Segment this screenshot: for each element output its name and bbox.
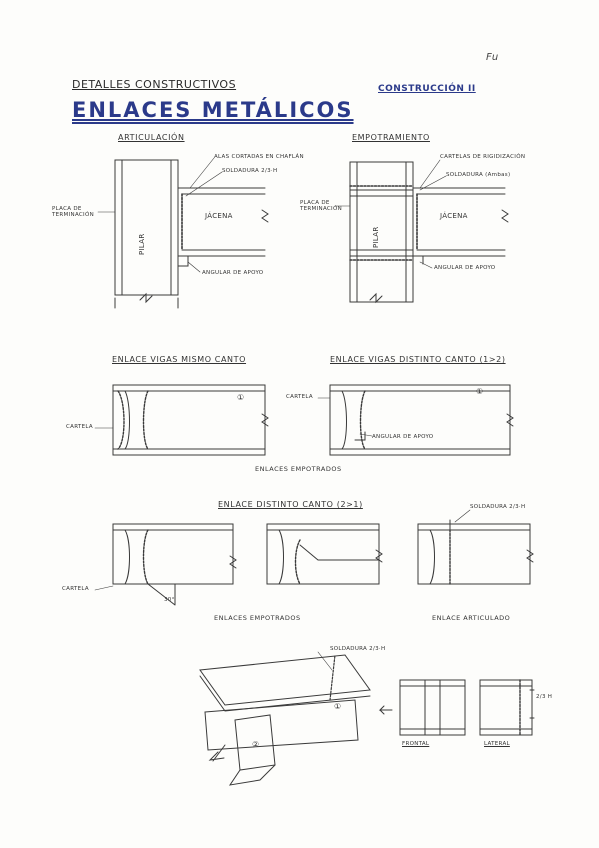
page-subtitle: DETALLES CONSTRUCTIVOS (72, 78, 237, 91)
lateral-dimension-label: 2/3 H (536, 694, 553, 700)
empotramiento-soldadura-label: SOLDADURA (Ambas) (446, 172, 511, 178)
articulacion-pilar-label: PILAR (138, 233, 146, 256)
isometric-mark-2: ② (252, 740, 260, 749)
frontal-view-label: FRONTAL (402, 741, 430, 747)
distinto-canto-cartela-label: CARTELA (62, 586, 89, 592)
isometric-drawing (199, 651, 535, 786)
empotramiento-cartelas-label: CARTELAS DE RIGIDIZACIÓN (440, 154, 526, 160)
distinto-canto-soldadura-label: SOLDADURA 2/3·H (470, 504, 526, 510)
course-label: CONSTRUCCIÓN II (378, 84, 476, 94)
articulacion-placa-label: PLACA DE TERMINACIÓN (52, 206, 95, 218)
vigas-mismo-canto-heading: ENLACE VIGAS MISMO CANTO (112, 355, 247, 364)
vigas-distinto-canto-heading: ENLACE VIGAS DISTINTO CANTO (1>2) (330, 355, 506, 364)
distinto-canto-middle-drawing (266, 523, 383, 585)
empotramiento-placa-label: PLACA DE TERMINACIÓN (300, 200, 343, 212)
isometric-soldadura-label: SOLDADURA 2/3·H (330, 646, 386, 652)
distinto-canto-caption-left: ENLACES EMPOTRADOS (214, 614, 301, 622)
isometric-mark-1: ① (334, 702, 342, 711)
distinto-canto-angle: 30° (164, 597, 175, 603)
vigas-mismo-canto-cartela-label: CARTELA (66, 424, 93, 430)
articulacion-alas-label: ALAS CORTADAS EN CHAFLÁN (214, 154, 304, 160)
articulacion-drawing (97, 157, 269, 309)
articulacion-soldadura-label: SOLDADURA 2/3·H (222, 168, 278, 174)
vigas-distinto-canto-drawing (317, 384, 514, 456)
articulacion-heading: ARTICULACIÓN (118, 133, 185, 142)
author-initials: Fu (486, 52, 499, 63)
empotramiento-angular-label: ANGULAR DE APOYO (434, 265, 496, 271)
distinto-canto-heading: ENLACE DISTINTO CANTO (2>1) (218, 500, 363, 509)
empotramiento-jacena-label: JÁCENA (440, 212, 468, 220)
vigas-distinto-canto-mark: ① (476, 387, 484, 396)
distinto-canto-caption-right: ENLACE ARTICULADO (432, 614, 511, 622)
page-title: ENLACES METÁLICOS (72, 98, 354, 122)
vigas-mismo-canto-mark: ① (237, 393, 245, 402)
vigas-distinto-canto-angular-label: ANGULAR DE APOYO (372, 434, 434, 440)
lateral-view-label: LATERAL (484, 741, 510, 747)
articulacion-angular-label: ANGULAR DE APOYO (202, 270, 264, 276)
vigas-distinto-canto-cartela-label: CARTELA (286, 394, 313, 400)
empotramiento-heading: EMPOTRAMIENTO (352, 133, 430, 142)
distinto-canto-right-drawing (417, 509, 534, 585)
empotramiento-pilar-label: PILAR (372, 226, 380, 249)
articulacion-jacena-label: JÁCENA (205, 212, 233, 220)
distinto-canto-left-drawing (94, 523, 237, 606)
vigas-mismo-canto-drawing (94, 384, 269, 456)
empotramiento-drawing (334, 159, 509, 304)
row2-caption: ENLACES EMPOTRADOS (255, 465, 342, 473)
